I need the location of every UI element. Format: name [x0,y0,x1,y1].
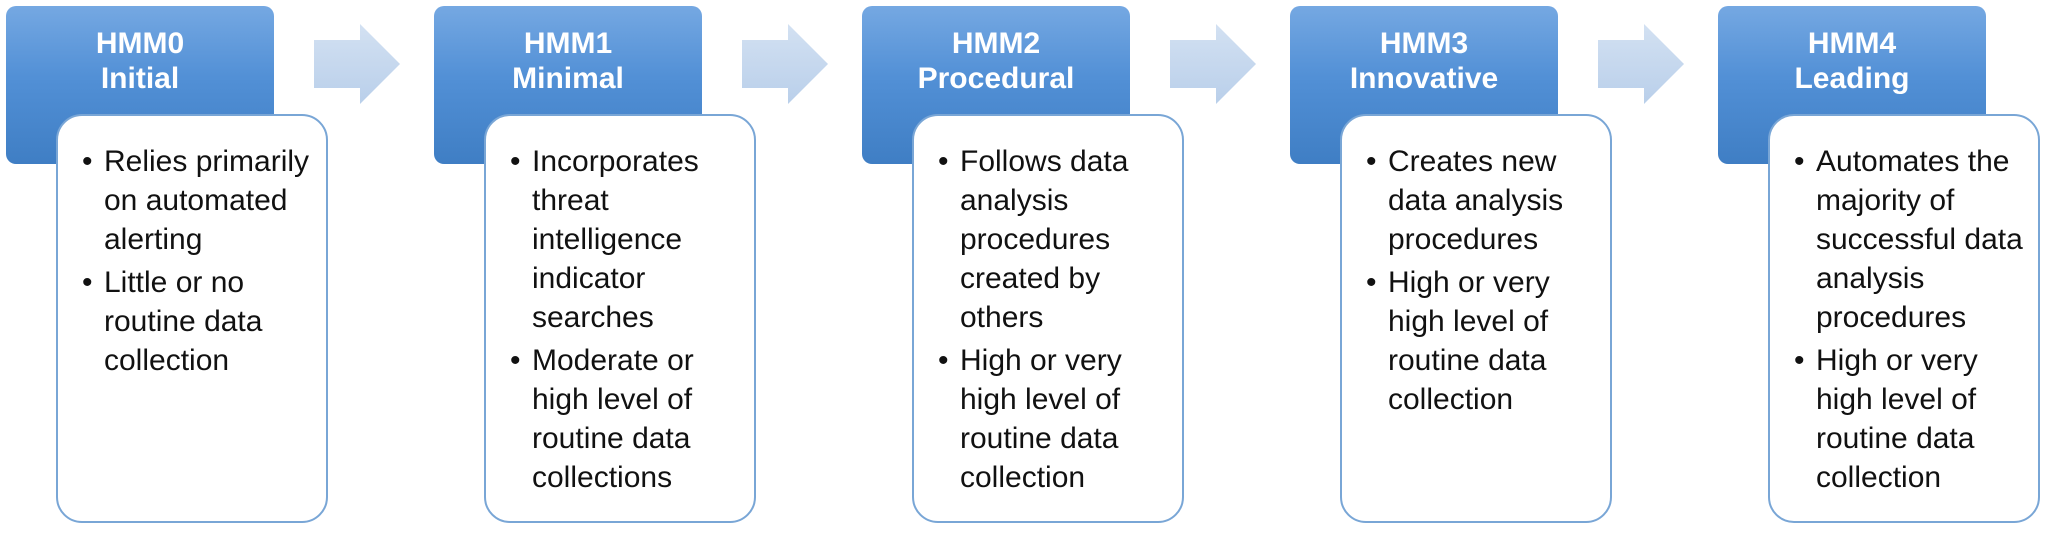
progression-arrow-4 [1598,24,1684,104]
stage-code: HMM3 [1379,27,1469,60]
stage-card: Relies primarily on automated alerting L… [56,114,328,523]
stage-card: Automates the majority of successful dat… [1768,114,2040,523]
stage-name: Leading [1794,62,1910,95]
bullet-list: Automates the majority of successful dat… [1794,142,2026,497]
bullet-list: Incorporates threat intelligence indicat… [510,142,742,497]
stage-hmm2: HMM2 Procedural Follows data analysis pr… [856,0,1256,534]
bullet-item: Follows data analysis procedures created… [938,142,1170,337]
progression-arrow-1 [314,24,400,104]
bullet-list: Relies primarily on automated alerting L… [82,142,314,380]
progression-arrow-2 [742,24,828,104]
bullet-item: Creates new data analysis procedures [1366,142,1598,259]
stage-name: Minimal [512,62,624,95]
stage-hmm3: HMM3 Innovative Creates new data analysi… [1284,0,1684,534]
bullet-item: Little or no routine data collection [82,263,314,380]
stage-code: HMM0 [95,27,185,60]
bullet-item: Relies primarily on automated alerting [82,142,314,259]
bullet-item: High or very high level of routine data … [1366,263,1598,419]
bullet-list: Follows data analysis procedures created… [938,142,1170,497]
stage-hmm1: HMM1 Minimal Incorporates threat intelli… [428,0,828,534]
stage-card: Incorporates threat intelligence indicat… [484,114,756,523]
progression-arrow-3 [1170,24,1256,104]
bullet-item: High or very high level of routine data … [938,341,1170,497]
stage-hmm0: HMM0 Initial Relies primarily on automat… [0,0,400,534]
stage-card: Creates new data analysis procedures Hig… [1340,114,1612,523]
bullet-list: Creates new data analysis procedures Hig… [1366,142,1598,419]
bullet-item: Incorporates threat intelligence indicat… [510,142,742,337]
stage-name: Innovative [1349,62,1499,95]
stage-code: HMM2 [951,27,1041,60]
stage-code: HMM1 [523,27,613,60]
stage-name: Initial [100,62,180,95]
bullet-item: Automates the majority of successful dat… [1794,142,2026,337]
stage-code: HMM4 [1807,27,1897,60]
bullet-item: Moderate or high level of routine data c… [510,341,742,497]
stage-card: Follows data analysis procedures created… [912,114,1184,523]
bullet-item: High or very high level of routine data … [1794,341,2026,497]
stage-hmm4: HMM4 Leading Automates the majority of s… [1712,0,2048,534]
stage-name: Procedural [917,62,1075,95]
